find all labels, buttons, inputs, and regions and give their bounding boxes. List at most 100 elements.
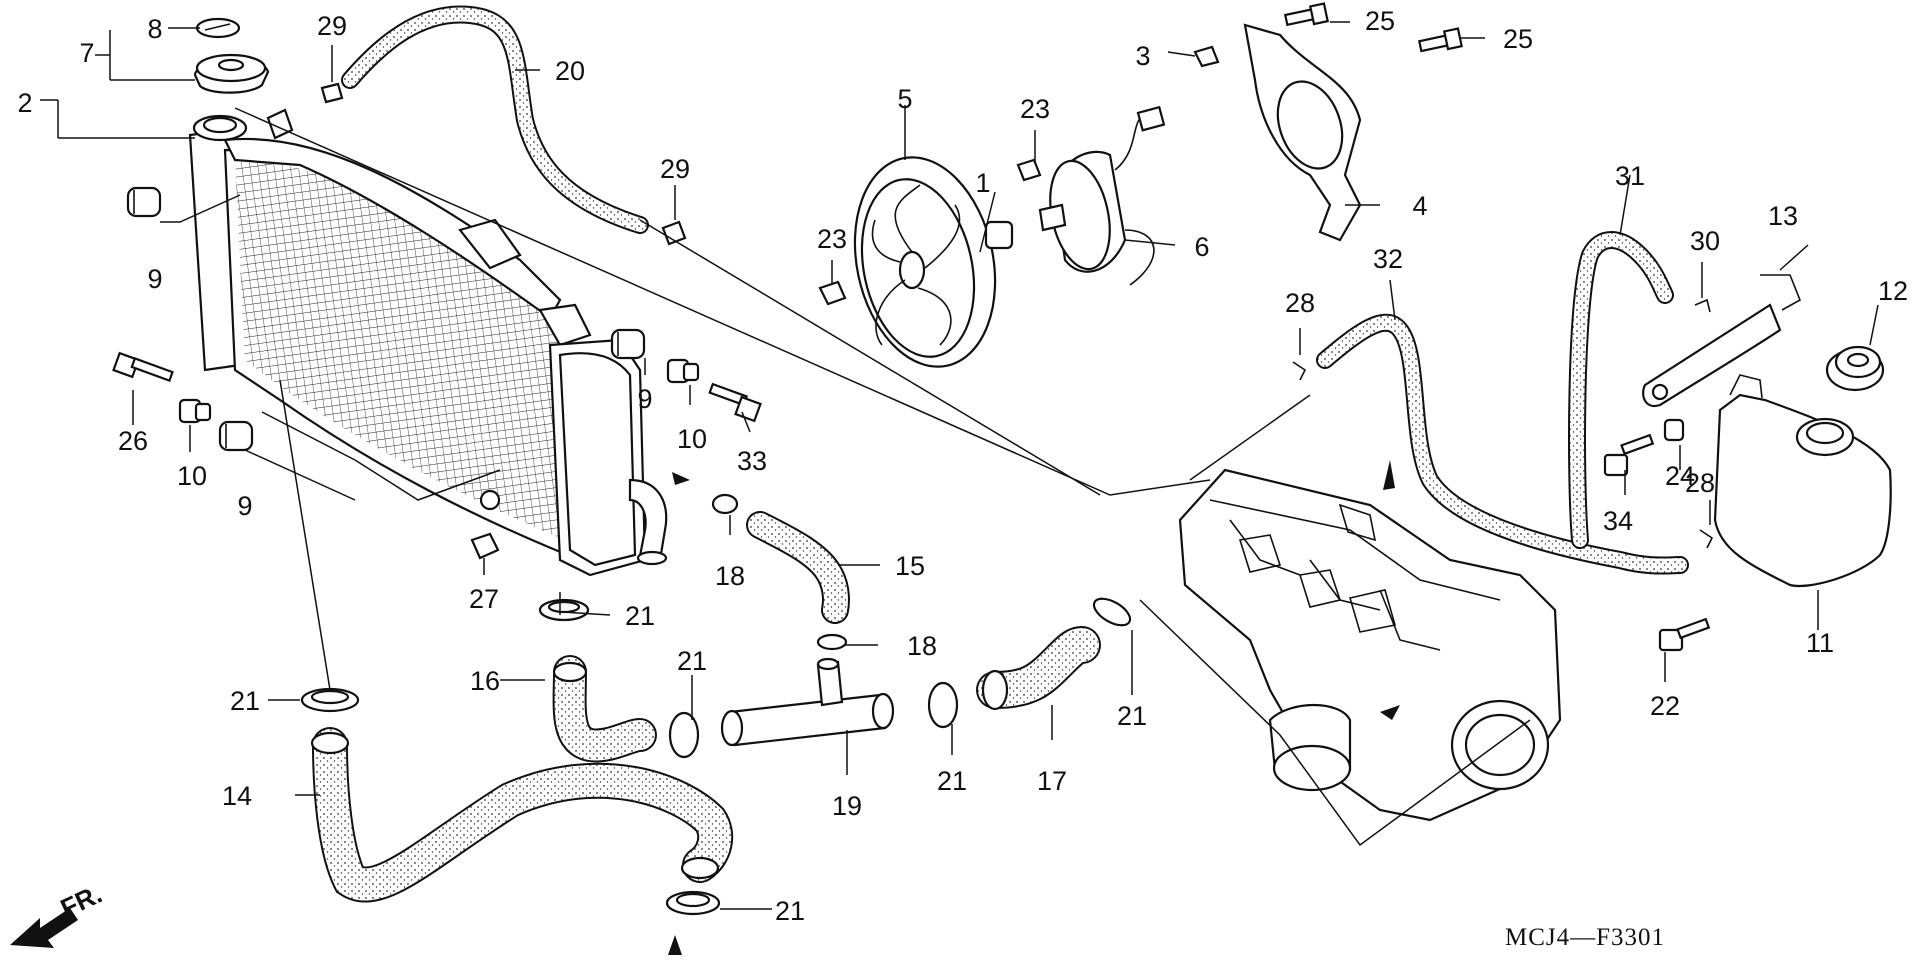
label-23a: 23: [1020, 94, 1050, 124]
clip-29a: [320, 82, 344, 104]
label-9b: 9: [637, 384, 652, 414]
nut-27: [470, 532, 500, 560]
bolt-34: [1603, 433, 1655, 477]
nut-23: [1016, 158, 1042, 182]
collar-1: [984, 220, 1014, 250]
label-21c: 21: [937, 766, 967, 796]
label-25b: 25: [1503, 24, 1533, 54]
clamp-18a: [711, 493, 739, 515]
label-18b: 18: [907, 631, 937, 661]
label-24: 24: [1665, 461, 1695, 491]
bolt-22: [1658, 617, 1711, 652]
collar-24: [1663, 418, 1685, 442]
clip-29b: [661, 220, 687, 246]
label-2: 2: [17, 88, 32, 118]
clip-28a: [1292, 361, 1307, 381]
flow-arrow-icon: [672, 472, 690, 485]
label-21d: 21: [1117, 701, 1147, 731]
callouts: [40, 21, 1879, 910]
label-30: 30: [1690, 226, 1720, 256]
label-10b: 10: [677, 424, 707, 454]
label-25a: 25: [1365, 6, 1395, 36]
clamp-21f: [665, 890, 721, 916]
label-12: 12: [1878, 276, 1908, 306]
flow-arrow-icon: [1380, 705, 1400, 720]
cap-seal: [195, 17, 241, 39]
fan-motor: [1038, 105, 1166, 286]
label-14: 14: [222, 781, 252, 811]
hose-16: [552, 655, 657, 763]
bolt-26: [112, 351, 174, 383]
clip-3: [1193, 45, 1220, 68]
bolt-25a: [1283, 2, 1330, 27]
clamp-18b: [816, 633, 848, 651]
label-21f: 21: [775, 896, 805, 926]
label-9c: 9: [237, 491, 252, 521]
label-7: 7: [79, 38, 94, 68]
reserve-cap-12: [1825, 345, 1885, 392]
nut-23b: [818, 280, 847, 306]
fan-blade: [853, 156, 997, 368]
label-27: 27: [469, 584, 499, 614]
grommet-9a: [126, 186, 162, 218]
hose-32: [1316, 313, 1689, 575]
hose-14: [310, 727, 734, 903]
label-11: 11: [1806, 628, 1834, 658]
part-labels: 1 2 3 4 5 6 7 8 9 9 9 10 10 11 12 13 14 …: [17, 6, 1908, 926]
clamp-21c: [668, 711, 700, 759]
label-34: 34: [1603, 506, 1633, 536]
label-5: 5: [897, 84, 912, 114]
label-16: 16: [470, 666, 500, 696]
label-29b: 29: [660, 154, 690, 184]
bolt-33: [708, 382, 762, 423]
label-17: 17: [1037, 766, 1067, 796]
label-26: 26: [118, 426, 148, 456]
hose-20: [341, 5, 649, 234]
clamp-21e: [1092, 597, 1132, 627]
hose-15: [746, 511, 850, 624]
bolt-25b: [1417, 27, 1464, 53]
reference-code: MCJ4—F3301: [1505, 924, 1665, 951]
label-20: 20: [555, 56, 585, 86]
label-8: 8: [147, 14, 162, 44]
stay-13: [1642, 274, 1802, 408]
label-1: 1: [975, 168, 990, 198]
collar-10b: [178, 398, 212, 424]
clamp-21a: [300, 687, 360, 713]
label-13: 13: [1768, 201, 1798, 231]
clip-30: [1694, 298, 1711, 313]
label-9a: 9: [147, 264, 162, 294]
label-21b: 21: [677, 646, 707, 676]
label-21e: 21: [230, 686, 260, 716]
joint-pipe-19: [720, 657, 895, 747]
front-direction-arrow-icon: FR.: [10, 879, 107, 948]
clip-28b: [1699, 529, 1714, 549]
label-6: 6: [1194, 232, 1209, 262]
hose-31: [1568, 231, 1674, 549]
reserve-tank: [1713, 374, 1892, 587]
label-28a: 28: [1285, 288, 1315, 318]
label-10a: 10: [177, 461, 207, 491]
label-28b: 28: [1685, 468, 1715, 498]
label-29a: 29: [317, 11, 347, 41]
collar-10a: [666, 358, 700, 384]
radiator: [188, 108, 668, 577]
hose-17: [976, 626, 1101, 711]
label-31: 31: [1615, 161, 1645, 191]
label-4: 4: [1412, 191, 1427, 221]
label-15: 15: [895, 551, 925, 581]
label-3: 3: [1135, 41, 1150, 71]
label-22: 22: [1650, 691, 1680, 721]
radiator-cap: [193, 53, 270, 94]
clamp-21b: [538, 598, 590, 622]
grommet-9b: [610, 328, 646, 360]
label-21a: 21: [625, 601, 655, 631]
grommet-9c: [218, 420, 254, 452]
label-18a: 18: [715, 561, 745, 591]
clamp-21d: [927, 681, 959, 729]
label-33: 33: [737, 446, 767, 476]
flow-arrow-icon: [668, 935, 682, 955]
label-23b: 23: [817, 224, 847, 254]
